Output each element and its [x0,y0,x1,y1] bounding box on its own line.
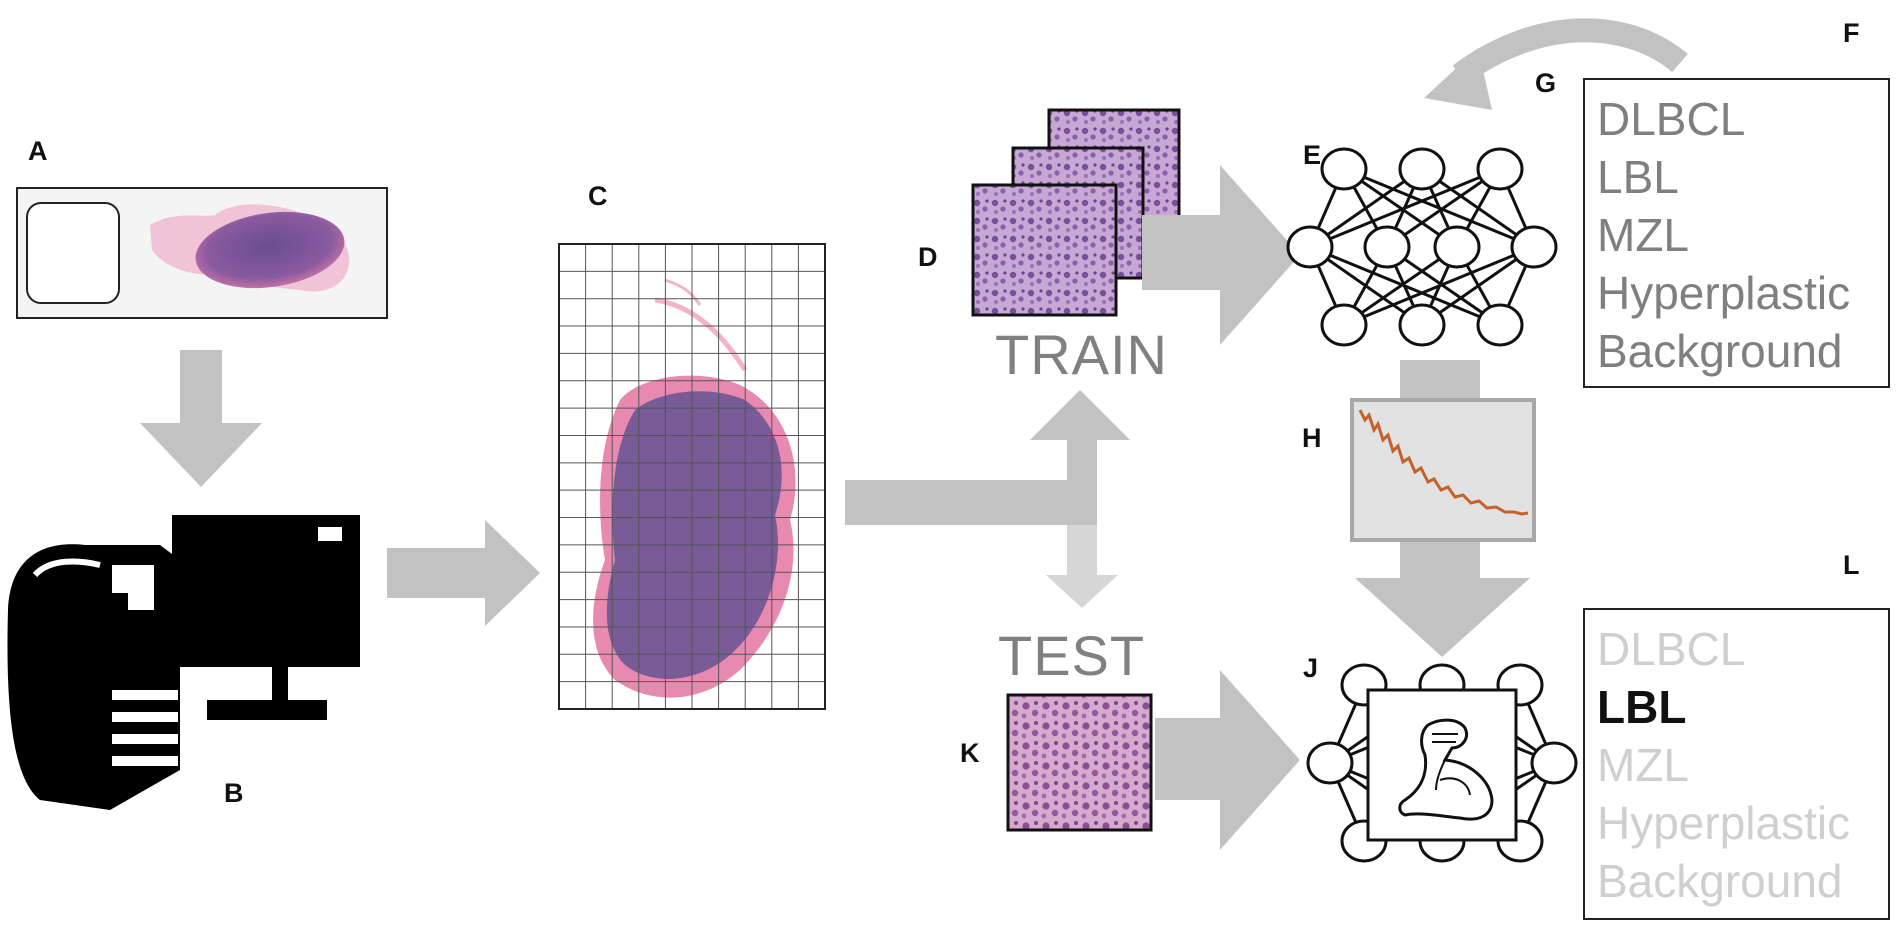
net-node [1510,225,1558,269]
tile-grid [559,244,825,709]
label-j: J [1303,653,1319,683]
net-node [1320,303,1368,347]
class-hyperplastic: Hyperplastic [1597,267,1851,319]
label-c: C [588,181,608,211]
slide-icon [16,187,388,319]
net-node [1530,741,1578,785]
net-node [1476,303,1524,347]
class-mzl: MZL [1597,739,1689,791]
arrow-split-train-test [845,390,1130,608]
classes-panel-test: DLBCL LBL MZL Hyperplastic Background [1583,608,1890,920]
loss-curve-chart [1350,398,1536,542]
label-h: H [1302,423,1322,453]
neural-net-icon [1286,147,1558,347]
label-k: K [960,738,980,768]
arrow-e-to-j [1355,360,1530,657]
arrow-d-to-e [1142,165,1300,345]
feedback-arrow [1424,18,1688,110]
classes-panel-train: DLBCL LBL MZL Hyperplastic Background [1583,78,1890,388]
label-g: G [1535,68,1557,98]
test-patch [1006,693,1153,832]
training-patches [971,108,1181,317]
label-a: A [28,136,48,166]
arrow-b-to-c [387,520,540,626]
class-lbl-predicted: LBL [1597,681,1687,733]
net-node [1306,741,1354,785]
arrow-k-to-j [1155,670,1300,850]
class-mzl: MZL [1597,209,1689,261]
net-node [1476,147,1524,191]
net-node [1433,225,1481,269]
test-label: TEST [998,624,1146,687]
scanner-icon [7,515,360,810]
label-l: L [1843,550,1860,580]
net-node [1286,225,1334,269]
net-node [1363,225,1411,269]
train-label: TRAIN [995,323,1168,386]
net-node [1398,147,1446,191]
label-f: F [1843,18,1860,48]
class-lbl: LBL [1597,151,1679,203]
label-b: B [224,778,244,808]
class-background: Background [1597,855,1843,907]
class-dlbcl: DLBCL [1597,93,1746,145]
net-node [1320,147,1368,191]
label-d: D [918,242,938,272]
strong-arm-icon [1366,688,1518,842]
class-dlbcl: DLBCL [1597,623,1746,675]
label-e: E [1303,140,1322,170]
class-hyperplastic: Hyperplastic [1597,797,1851,849]
net-node [1398,303,1446,347]
class-background: Background [1597,325,1843,377]
arrow-a-to-b [140,350,262,487]
grid-slide-icon [558,243,826,710]
